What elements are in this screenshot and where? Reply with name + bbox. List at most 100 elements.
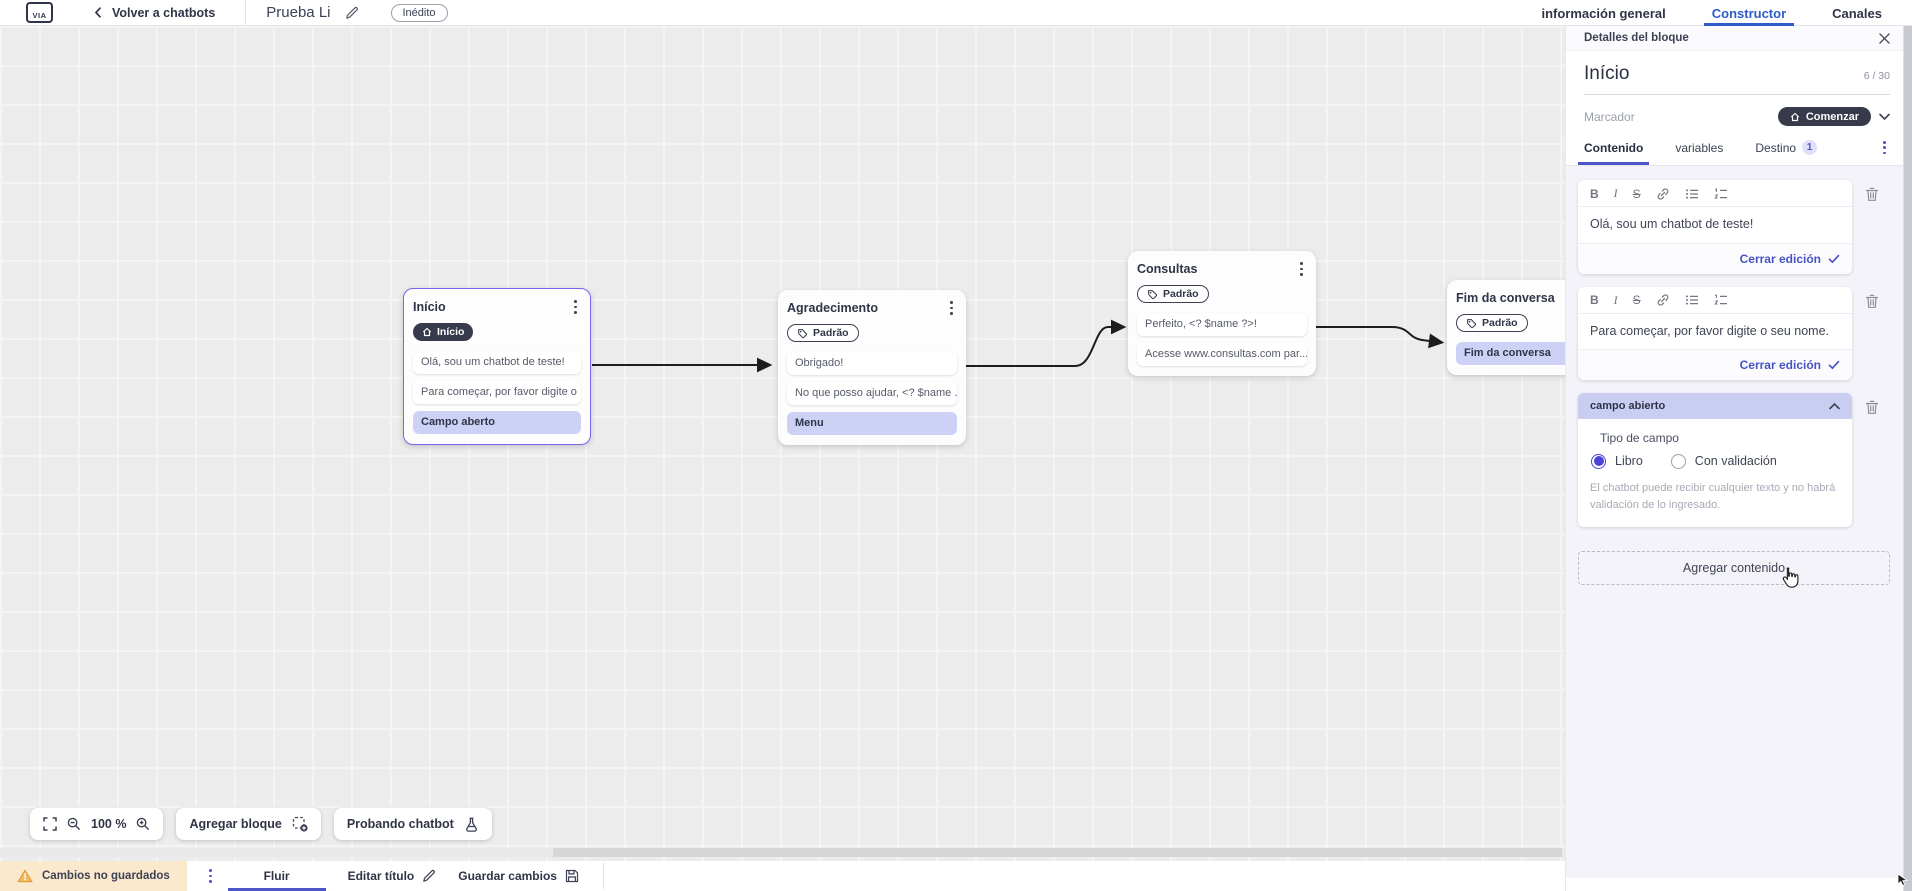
delete-content-icon[interactable] (1852, 180, 1892, 202)
message-text[interactable]: Olá, sou um chatbot de teste! (1590, 217, 1754, 232)
link-icon[interactable] (1656, 187, 1670, 201)
panel-content: B I S Olá, sou um chatbot de tes (1566, 166, 1912, 879)
edit-chatbot-title-icon[interactable] (345, 6, 359, 20)
delete-content-icon[interactable] (1852, 393, 1892, 415)
block-badge-start: Início (413, 323, 474, 341)
chevron-left-icon (93, 7, 103, 18)
add-content-button[interactable]: Agregar contenido (1578, 550, 1890, 585)
radio-libro[interactable]: Libro (1591, 453, 1643, 469)
check-icon (1828, 254, 1840, 263)
close-edit-button[interactable]: Cerrar edición (1578, 348, 1852, 380)
flow-options-menu-icon[interactable] (205, 867, 216, 884)
block-end-item[interactable]: Fim da conversa (1456, 342, 1565, 365)
panel-header: Detalles del bloque (1566, 26, 1912, 51)
fullscreen-icon[interactable] (43, 817, 57, 831)
tag-icon (1467, 318, 1477, 328)
add-block-icon (292, 816, 308, 832)
radio-con-validacion[interactable]: Con validación (1670, 453, 1777, 469)
edit-title-button[interactable]: Editar título (348, 869, 437, 883)
panel-block-summary: Início 6 / 30 Marcador Comenzar Contenid… (1566, 51, 1912, 167)
tab-contenido[interactable]: Contenido (1577, 140, 1650, 165)
block-menu-icon[interactable] (946, 299, 957, 316)
bold-icon[interactable]: B (1590, 186, 1599, 201)
block-name-input[interactable]: Início (1584, 63, 1630, 84)
strikethrough-icon[interactable]: S (1632, 293, 1641, 308)
numbered-list-icon[interactable] (1713, 188, 1728, 200)
flow-canvas[interactable]: Início Início Olá, sou um chatbot de tes… (0, 26, 1565, 861)
link-icon[interactable] (1656, 293, 1670, 307)
block-title: Agradecimento (787, 301, 878, 315)
delete-content-icon[interactable] (1852, 287, 1892, 309)
panel-options-menu-icon[interactable] (1879, 139, 1890, 156)
canvas-horizontal-scrollbar[interactable] (0, 848, 1565, 857)
field-type-options: Libro Con validación (1591, 453, 1840, 469)
italic-icon[interactable]: I (1613, 186, 1618, 201)
bullet-list-icon[interactable] (1685, 188, 1699, 200)
start-marker-pill[interactable]: Comenzar (1777, 107, 1871, 126)
open-field-header[interactable]: campo abierto (1578, 392, 1852, 419)
block-title: Início (413, 300, 446, 314)
panel-vertical-scrollbar[interactable] (1903, 26, 1912, 891)
open-field-body: Tipo de campo Libro Con validación E (1578, 418, 1852, 527)
app-logo[interactable]: VIA (26, 2, 53, 23)
tag-icon (798, 328, 808, 338)
bullet-list-icon[interactable] (1685, 294, 1699, 306)
header-divider (245, 0, 247, 26)
block-title: Consultas (1137, 262, 1198, 276)
block-header: Início (413, 298, 581, 316)
flow-block-consultas[interactable]: Consultas Padrão Perfeito, <? $name ?>! … (1128, 251, 1316, 376)
tab-informacion-general[interactable]: información general (1541, 5, 1666, 21)
zoom-controls: 100 % (30, 808, 164, 840)
back-to-chatbots[interactable]: Volver a chatbots (93, 6, 215, 20)
back-label: Volver a chatbots (112, 5, 216, 20)
add-block-button[interactable]: Agregar bloque (176, 808, 321, 840)
flow-block-fim-da-conversa[interactable]: Fim da conversa Padrão Fim da conversa (1447, 280, 1565, 375)
zoom-in-icon[interactable] (136, 817, 150, 831)
close-panel-icon[interactable] (1879, 32, 1890, 44)
block-name-underline (1584, 94, 1890, 95)
block-menu-icon[interactable] (570, 298, 581, 315)
tab-constructor[interactable]: Constructor (1703, 0, 1795, 26)
zoom-out-icon[interactable] (67, 817, 81, 831)
message-text[interactable]: Para começar, por favor digite o seu nom… (1590, 323, 1830, 338)
chevron-down-icon[interactable] (1879, 113, 1890, 121)
block-menu-item[interactable]: Menu (787, 412, 957, 435)
block-menu-icon[interactable] (1296, 260, 1307, 277)
block-content-item[interactable]: Acesse www.consultas.com par... (1137, 343, 1307, 366)
home-icon (1790, 112, 1799, 121)
block-content-item[interactable]: No que posso ajudar, <? $name ... (787, 382, 957, 405)
block-content-item[interactable]: Para começar, por favor digite o ... (413, 381, 581, 404)
scrollbar-thumb[interactable] (553, 848, 1562, 857)
content-row: B I S Olá, sou um chatbot de tes (1578, 180, 1892, 274)
tab-fluir[interactable]: Fluir (227, 861, 326, 891)
open-field-section: campo abierto Tipo de campo Libro (1578, 392, 1852, 527)
block-details-panel: Detalles del bloque Início 6 / 30 Marcad… (1565, 26, 1912, 891)
tab-destino[interactable]: Destino 1 (1755, 140, 1818, 156)
test-chatbot-button[interactable]: Probando chatbot (333, 808, 492, 840)
strikethrough-icon[interactable]: S (1632, 186, 1641, 201)
status-badge: Inédito (390, 3, 448, 22)
flow-block-inicio[interactable]: Início Início Olá, sou um chatbot de tes… (403, 288, 591, 445)
open-field-title: campo abierto (1590, 399, 1666, 412)
unsaved-changes-label: Cambios no guardados (42, 870, 170, 882)
block-content-item[interactable]: Olá, sou um chatbot de teste! (413, 351, 581, 374)
save-changes-button[interactable]: Guardar cambios (458, 869, 579, 883)
italic-icon[interactable]: I (1613, 292, 1618, 307)
flow-block-agradecimento[interactable]: Agradecimento Padrão Obrigado! No que po… (778, 290, 966, 445)
block-badge-default: Padrão (1137, 285, 1209, 303)
chatbot-title[interactable]: Prueba Li (266, 4, 331, 21)
block-content-item[interactable]: Perfeito, <? $name ?>! (1137, 313, 1307, 336)
close-edit-button[interactable]: Cerrar edición (1578, 242, 1852, 274)
home-icon (422, 327, 432, 337)
block-content-item[interactable]: Obrigado! (787, 352, 957, 375)
tab-canales[interactable]: Canales (1832, 5, 1882, 21)
block-open-field-item[interactable]: Campo aberto (413, 411, 581, 434)
tab-variables[interactable]: variables (1675, 140, 1724, 155)
radio-selected-icon (1591, 453, 1606, 469)
numbered-list-icon[interactable] (1713, 294, 1728, 306)
marker-row: Marcador Comenzar (1584, 107, 1890, 126)
bold-icon[interactable]: B (1590, 293, 1599, 308)
field-helper-text: El chatbot puede recibir cualquier texto… (1590, 481, 1836, 511)
flask-icon (464, 817, 479, 832)
